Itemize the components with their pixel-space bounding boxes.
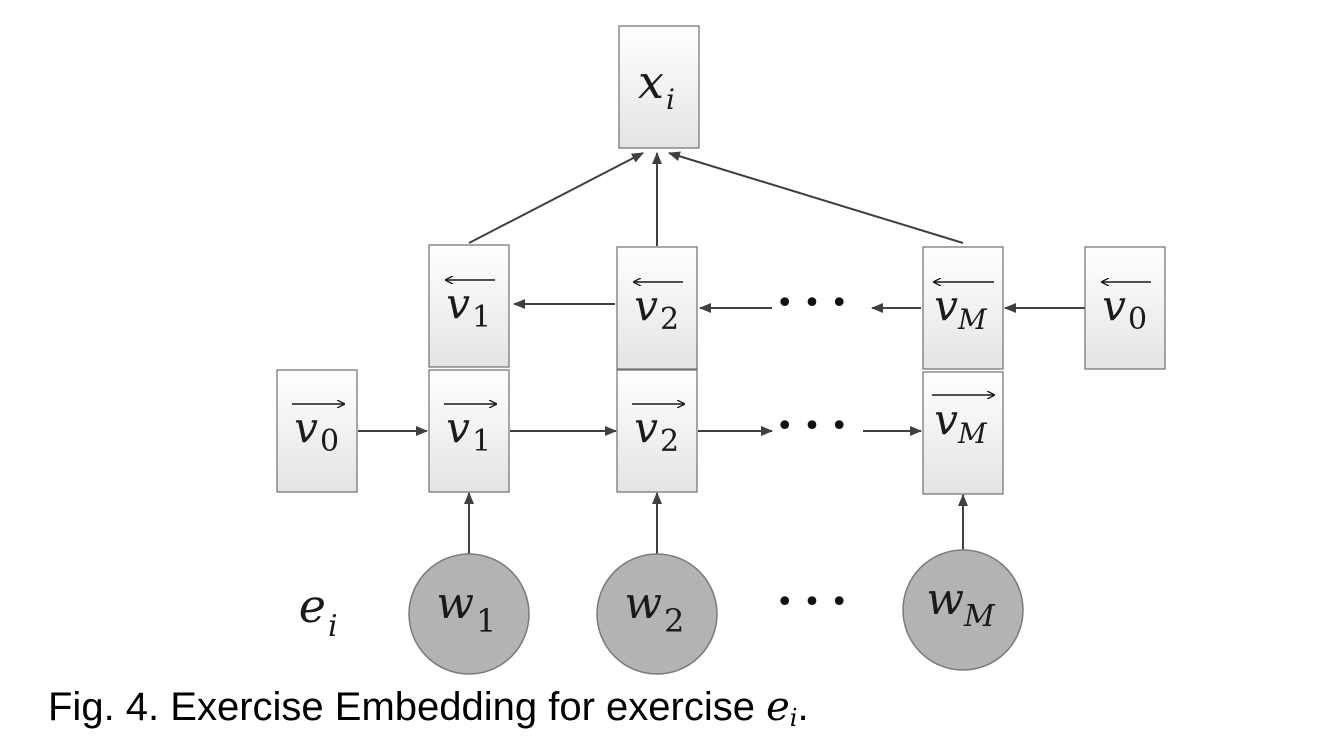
forward-state-symbol: v [634,403,658,452]
forward-state-v0: v 0 [276,369,358,493]
backward-state-v2: v 2 [616,246,698,370]
word-node-w1: w 1 [408,553,530,675]
forward-state-symbol: v [934,395,958,444]
edges [358,151,1085,554]
ellipsis-words: • • • [776,585,848,620]
backward-state-symbol: v [1102,281,1126,330]
output-subscript: i [666,83,675,116]
forward-state-subscript: 2 [660,424,679,459]
output-node-xi: x i [618,25,700,149]
backward-state-v0: v 0 [1084,246,1166,370]
caption-math: ei [766,684,798,732]
caption-end: . [797,685,809,729]
backward-state-symbol: v [446,279,470,328]
ellipsis-forward: • • • [776,409,848,444]
word-subscript: M [963,599,996,634]
word-subscript: 2 [664,602,684,640]
exercise-symbol: e [299,579,326,633]
forward-state-v1: v 1 [428,369,510,493]
exercise-embedding-diagram: x i v 1 v 2 v M v 0 v 0 v 1 [276,25,1166,675]
caption-math-subscript: i [789,704,798,732]
forward-state-v2: v 2 [616,369,698,493]
word-symbol: w [624,578,662,629]
exercise-label: e i [299,579,338,644]
ellipsis-backward: • • • [776,286,848,321]
edge-bvM-to-xi [668,151,964,244]
edge-bv1-to-xi [468,152,644,244]
word-symbol: w [436,578,474,629]
word-node-w2: w 2 [596,553,718,675]
exercise-subscript: i [328,609,338,644]
forward-state-symbol: v [446,403,470,452]
backward-state-vM: v M [922,246,1004,370]
backward-state-subscript: 0 [1128,302,1147,337]
backward-state-subscript: M [957,303,988,336]
backward-state-subscript: 2 [660,302,679,337]
output-symbol: x [638,55,664,109]
forward-state-symbol: v [294,403,318,452]
caption-text: Fig. 4. Exercise Embedding for exercise [48,685,767,729]
forward-state-vM: v M [922,371,1004,495]
word-node-wM: w M [902,549,1024,671]
backward-state-symbol: v [634,281,658,330]
backward-state-symbol: v [934,281,958,330]
forward-state-subscript: 1 [472,424,491,459]
backward-state-v1: v 1 [428,244,510,368]
forward-state-subscript: 0 [320,424,339,459]
word-subscript: 1 [476,602,496,640]
backward-state-subscript: 1 [472,300,491,335]
figure-caption: Fig. 4. Exercise Embedding for exercise … [48,684,809,732]
caption-math-symbol: e [766,684,790,730]
forward-state-subscript: M [957,417,988,450]
word-symbol: w [926,574,964,625]
